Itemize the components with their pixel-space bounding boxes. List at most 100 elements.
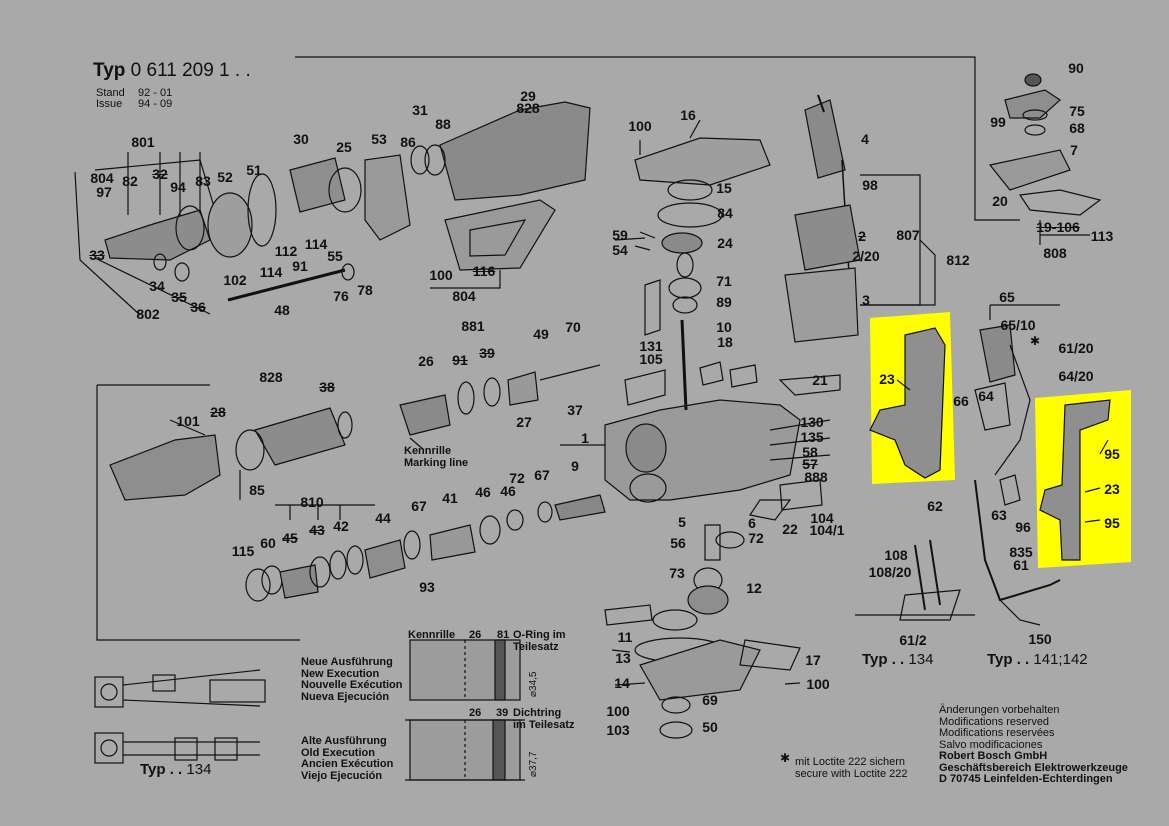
new-execution-text: Neue Ausführung New Execution Nouvelle E… (301, 656, 403, 703)
part-label: 54 (612, 242, 628, 258)
part-label: 98 (862, 177, 878, 193)
part-label: 52 (217, 169, 233, 185)
part-label: 97 (96, 184, 112, 200)
part-label: 46 (475, 484, 491, 500)
part-label: 2 (858, 228, 866, 244)
part-label: 89 (716, 294, 732, 310)
typ-bottom-prefix: Typ . . (140, 761, 183, 778)
footer-division: Geschäftsbereich Elektrowerkzeuge (939, 761, 1128, 774)
footer-es: Salvo modificaciones (939, 738, 1043, 751)
part-label: 12 (746, 580, 762, 596)
part-label: 44 (375, 510, 391, 526)
part-label: 58 (802, 444, 818, 460)
new-exec-81: 81 (497, 629, 510, 641)
part-label: 27 (516, 414, 532, 430)
marking-line-en: Marking line (404, 456, 469, 469)
part-label: 95 (1104, 515, 1120, 531)
typ-left-number: 134 (908, 651, 934, 668)
part-label: 59 (612, 227, 628, 243)
part-label: 33 (89, 247, 105, 263)
marking-line-de: Kennrille (404, 445, 452, 457)
part-label: 20 (992, 193, 1008, 209)
part-label: 24 (717, 235, 733, 251)
part-label: 100 (628, 118, 652, 134)
type-number: Typ 0 611 209 1 . . (93, 60, 251, 82)
part-label: 38 (319, 379, 335, 395)
outer-housing (439, 101, 591, 201)
new-exec-diameter: ⌀34,5 (528, 671, 539, 697)
part-label: 93 (419, 579, 435, 595)
part-label: 104 (810, 510, 834, 526)
part-label: 64/20 (1058, 368, 1094, 384)
old-exec-26: 26 (469, 707, 482, 719)
part-label: 45 (282, 530, 298, 546)
part-label: 34 (149, 278, 165, 294)
typ-label-bottom: Typ . . 134 (140, 761, 211, 778)
loctite-star-icon: ✱ (780, 751, 790, 765)
part-label: 91 (292, 258, 308, 274)
rotor-part (289, 157, 346, 213)
footer-en: Modifications reserved (939, 715, 1050, 728)
armature (804, 99, 846, 179)
handle-left-23 (869, 327, 946, 479)
old-exec-es: Viejo Ejecución (301, 769, 383, 782)
part-label: 84 (717, 205, 733, 221)
dicht-line2: im Teilesatz (513, 718, 575, 731)
part-label: 56 (670, 535, 686, 551)
part-label: 18 (717, 334, 733, 350)
issue-value: 94 - 09 (138, 98, 173, 110)
part-label: 35 (171, 289, 187, 305)
part-label: 61 (1013, 557, 1029, 573)
new-exec-oring: O-Ring im Teilesatz (513, 629, 566, 653)
new-exec-fr: Nouvelle Exécution (301, 679, 403, 692)
handle-bracket (444, 199, 556, 271)
part-label: 49 (533, 326, 549, 342)
part-label: 114 (304, 236, 328, 252)
part-label: 41 (442, 490, 458, 506)
old-exec-fr: Ancien Exécution (301, 758, 394, 771)
part-label: 807 (896, 227, 920, 243)
part-label: 10 (716, 319, 732, 335)
part-label: 3 (862, 292, 870, 308)
part-label: 17 (805, 652, 821, 668)
part-label: 75 (1069, 103, 1085, 119)
part-label: 804 (90, 170, 114, 186)
part-label: 108 (884, 547, 908, 563)
part-label: 46 (500, 483, 516, 499)
part-label: 82 (122, 173, 138, 189)
part-label: 15 (716, 180, 732, 196)
stand-value: 92 - 01 (138, 87, 173, 99)
stand-label: Stand (96, 87, 125, 99)
part-label: 72 (748, 530, 764, 546)
footer-address: D 70745 Leinfelden-Echterdingen (939, 773, 1113, 786)
part-label: 101 (176, 413, 200, 429)
part-label: 73 (669, 565, 685, 581)
part-label: 1 (581, 430, 589, 446)
part-label: 11 (617, 629, 633, 645)
part-label: 113 (1090, 228, 1114, 244)
part-label: 23 (1104, 481, 1120, 497)
part-label: 150 (1028, 631, 1052, 647)
part-label: 99 (990, 114, 1006, 130)
part-label: 100 (606, 703, 630, 719)
part-label: 14 (614, 675, 630, 691)
typ-right-prefix: Typ . . (987, 651, 1030, 668)
part-label: 888 (804, 469, 828, 485)
loctite-de: mit Loctite 222 sichern (795, 756, 906, 768)
new-exec-en: New Execution (301, 667, 380, 680)
handle-right-23 (1039, 399, 1111, 561)
part-label: 86 (400, 134, 416, 150)
part-label: 835 (1009, 544, 1033, 560)
part-label: 36 (190, 299, 206, 315)
part-label: 812 (946, 252, 970, 268)
typ-label-right: Typ . . 141;142 (987, 651, 1088, 668)
part-label: 43 (309, 522, 325, 538)
part-label: 55 (327, 248, 343, 264)
part-label: 71 (716, 273, 732, 289)
part-label: 90 (1068, 60, 1084, 76)
part-label: 67 (534, 467, 550, 483)
loctite-en: secure with Loctite 222 (795, 767, 908, 780)
part-label: 9 (571, 458, 579, 474)
part-label: 66 (953, 393, 969, 409)
part-label: 114 (259, 264, 283, 280)
